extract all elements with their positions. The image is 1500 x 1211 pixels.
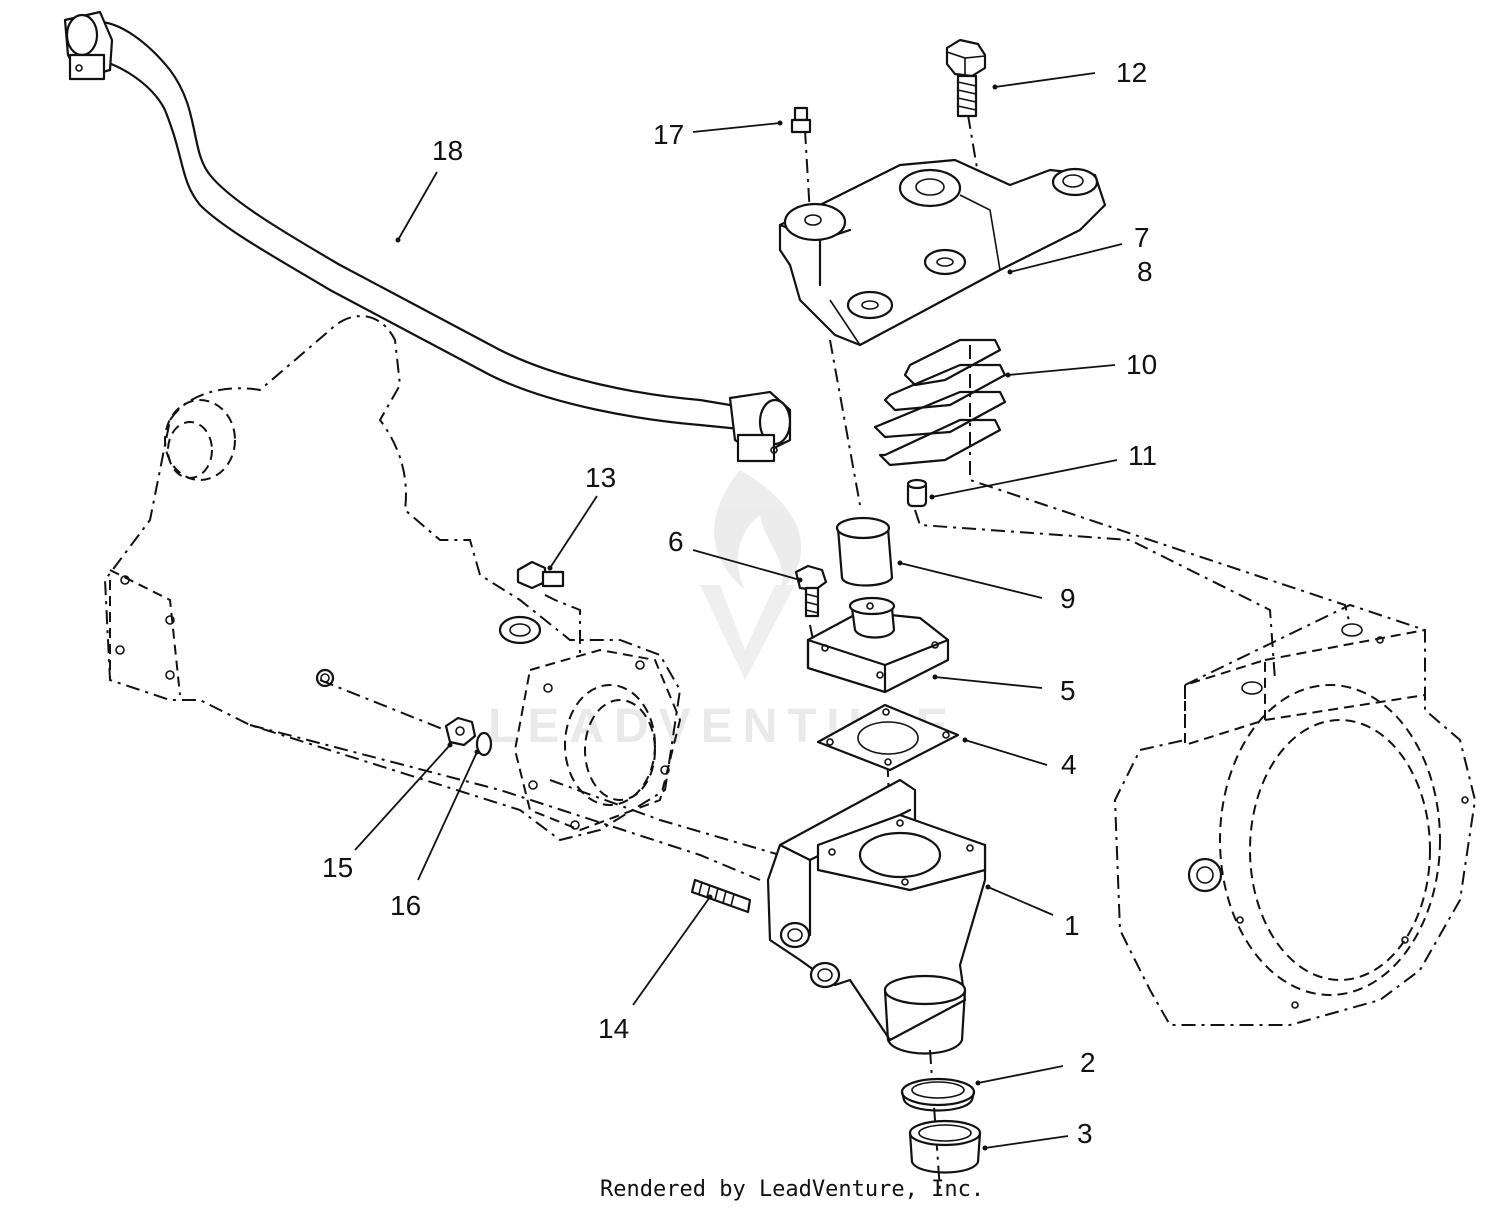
callout-15: 15 [322,852,353,883]
callout-9: 9 [1060,583,1076,614]
callout-4: 4 [1061,749,1077,780]
part-5-cap [806,596,950,694]
part-4-gasket [816,703,960,772]
callout-5: 5 [1060,675,1076,706]
leader-lines [354,72,1123,1151]
callout-12: 12 [1116,57,1147,88]
part-14-stud [690,878,752,914]
part-1-housing [766,778,987,1055]
callout-18: 18 [432,135,463,166]
callout-14: 14 [598,1013,629,1044]
right-axle-housing [1113,603,1477,1026]
part-12-bolt [945,38,987,118]
render-credit: Rendered by LeadVenture, Inc. [600,1177,984,1202]
part-15-nut [444,716,477,747]
callout-11: 11 [1128,440,1157,471]
callout-2: 2 [1080,1047,1096,1078]
callout-16: 16 [390,890,421,921]
callout-1: 1 [1064,910,1080,941]
callout-3: 3 [1077,1118,1093,1149]
part-17-fitting [790,106,812,134]
part-10-shims [873,338,1007,467]
part-18-bar [63,10,792,463]
callout-labels: 1 2 3 4 5 6 7 8 9 10 11 12 13 14 15 16 1… [322,57,1157,1149]
part-13-plug [516,560,565,590]
left-axle-housing [103,315,682,842]
part-16-washer [475,731,493,757]
part-3-bushing [908,1119,982,1174]
callout-8: 8 [1137,256,1153,287]
part-11-pin [906,478,928,508]
part-7-8-bracket [778,158,1107,347]
callout-7: 7 [1134,222,1150,253]
callout-6: 6 [668,526,684,557]
part-9-bushing [835,516,894,587]
part-2-seal [900,1077,976,1112]
callout-13: 13 [585,462,616,493]
callout-10: 10 [1126,349,1157,380]
part-6-bolt [794,564,828,618]
callout-17: 17 [653,119,684,150]
